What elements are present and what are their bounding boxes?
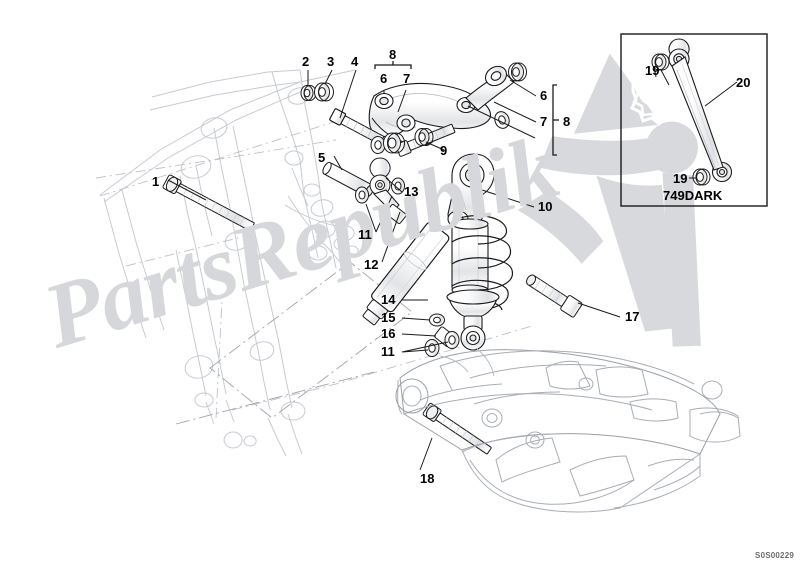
callout-14: 14 — [381, 292, 396, 307]
callout-3: 3 — [327, 54, 335, 69]
linkage-rocker-assembly — [368, 82, 492, 146]
inset-callout-19-bottom: 19 — [673, 171, 688, 186]
hardware-bushing-3 — [314, 82, 334, 102]
bushing-11-lower-b — [444, 331, 460, 349]
gear-icon-outline — [629, 66, 688, 127]
inset-bushing-top — [651, 53, 670, 71]
bracket-8-right — [552, 84, 559, 156]
callout-8-left: 8 — [389, 47, 397, 62]
tie-rod-assembly-12-13 — [362, 157, 450, 326]
callout-9: 9 — [440, 143, 448, 158]
swingarm — [395, 347, 741, 513]
hardware-bushing-2 — [300, 85, 317, 101]
callout-8-right: 8 — [563, 114, 571, 129]
bolt-18 — [422, 402, 492, 455]
callout-18: 18 — [420, 471, 435, 486]
bolt-17 — [526, 274, 583, 318]
callout-5: 5 — [318, 150, 326, 165]
inset-callout-19-top: 19 — [645, 63, 660, 78]
callout-16: 16 — [381, 326, 396, 341]
callout-7-left: 7 — [403, 71, 411, 86]
callout-7-right: 7 — [540, 114, 548, 129]
ghost-frame-outline — [99, 69, 359, 457]
bushing-pair-right — [494, 62, 527, 129]
callout-6-left: 6 — [380, 71, 388, 86]
callout-6-right: 6 — [540, 88, 548, 103]
callout-17: 17 — [625, 309, 640, 324]
callout-11-lower: 11 — [381, 344, 395, 359]
bolt-1 — [162, 174, 255, 232]
inset-connecting-rod — [668, 38, 733, 183]
callout-2: 2 — [302, 54, 310, 69]
bushing-11-upper-b — [391, 177, 405, 195]
bushing-11-upper-a — [355, 186, 369, 204]
drawing-code: S0S00229 — [755, 551, 794, 560]
bracket-8-left — [374, 61, 412, 69]
callout-13: 13 — [404, 184, 419, 199]
inset-box-title: 749DARK — [663, 188, 723, 203]
callout-1: 1 — [152, 174, 160, 189]
shock-absorber-10 — [446, 153, 513, 351]
leader-lines — [167, 69, 621, 471]
callout-10: 10 — [538, 199, 553, 214]
ghost-reference-rectangle — [175, 261, 413, 425]
inset-box-749dark — [620, 33, 768, 207]
bushing-pair-left — [370, 132, 405, 154]
inset-callout-20: 20 — [736, 75, 751, 90]
inset-bushing-bottom — [692, 168, 711, 186]
inset-extra-leads — [660, 69, 670, 86]
bushing-pair-mid — [414, 128, 434, 146]
callout-11-upper: 11 — [358, 227, 372, 242]
washer-15 — [429, 313, 445, 327]
inset-leader-lines — [653, 65, 738, 179]
upper-link-arm — [465, 65, 515, 111]
callout-4: 4 — [351, 54, 359, 69]
callout-15: 15 — [381, 310, 396, 325]
callout-12: 12 — [364, 257, 379, 272]
bushing-11-lower-a — [424, 339, 440, 357]
